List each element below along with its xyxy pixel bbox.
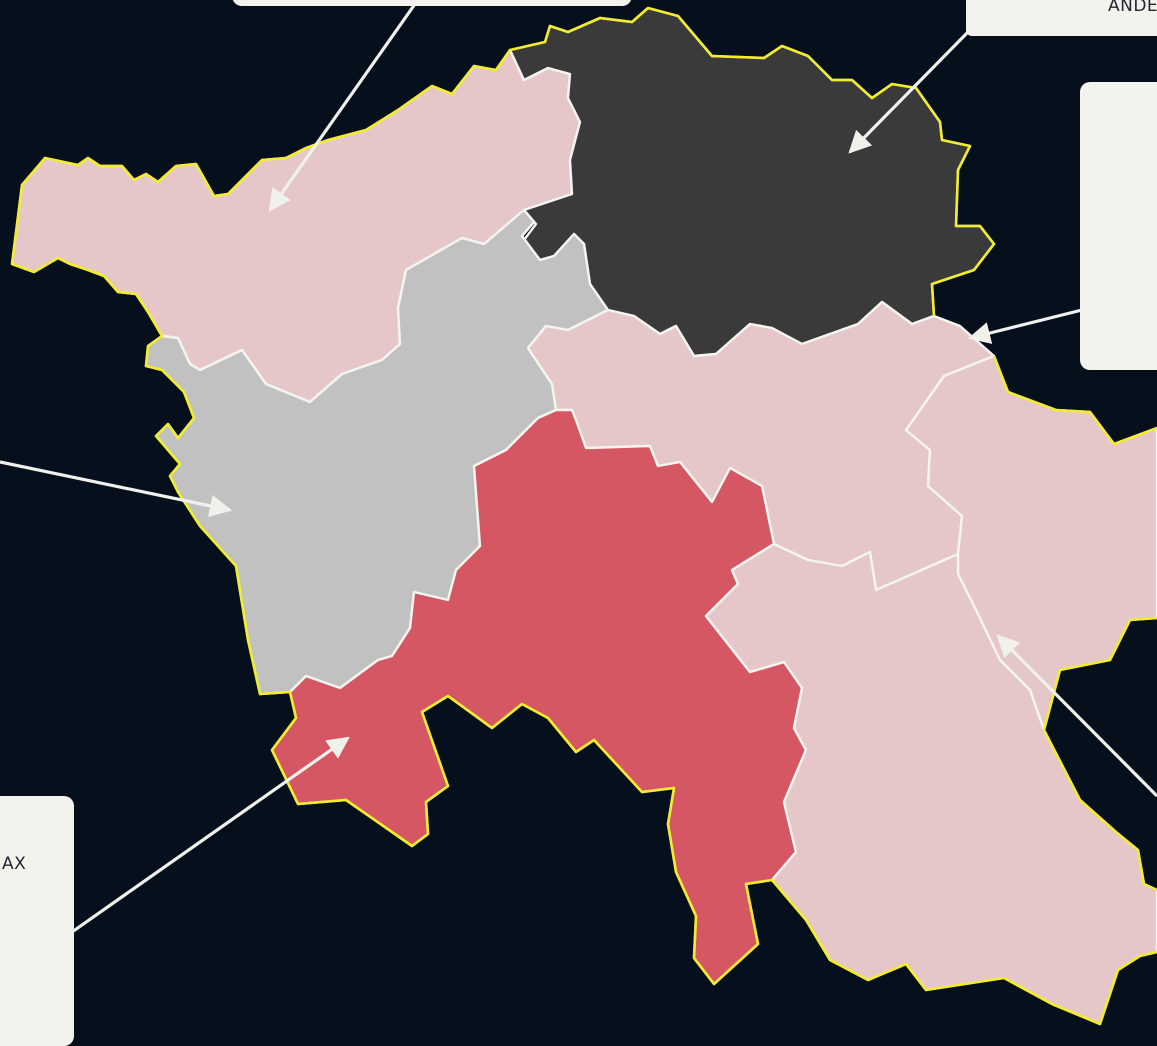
callout-label-bottom-left: AX	[2, 854, 27, 874]
callout-leaders	[0, 3, 1157, 934]
callout-label-top-right: ANDE	[1108, 0, 1157, 16]
outer-border-east-lower	[1042, 616, 1157, 892]
callout-box-right	[1080, 82, 1157, 370]
callout-box-bottom-left	[0, 796, 74, 1046]
outer-border-east	[992, 355, 1157, 446]
callout-box-top-left	[232, 0, 632, 6]
leader-west-central	[0, 460, 233, 517]
leader-north-east	[848, 28, 972, 154]
callout-box-top-right	[966, 0, 1157, 36]
map-regions	[10, 6, 1157, 1026]
leader-east-border	[967, 308, 1083, 344]
outer-border-south	[11, 256, 1157, 1026]
leader-south-east	[996, 634, 1157, 798]
leader-north-west	[268, 3, 417, 212]
outer-border	[10, 6, 996, 317]
leader-south-central	[71, 736, 350, 934]
